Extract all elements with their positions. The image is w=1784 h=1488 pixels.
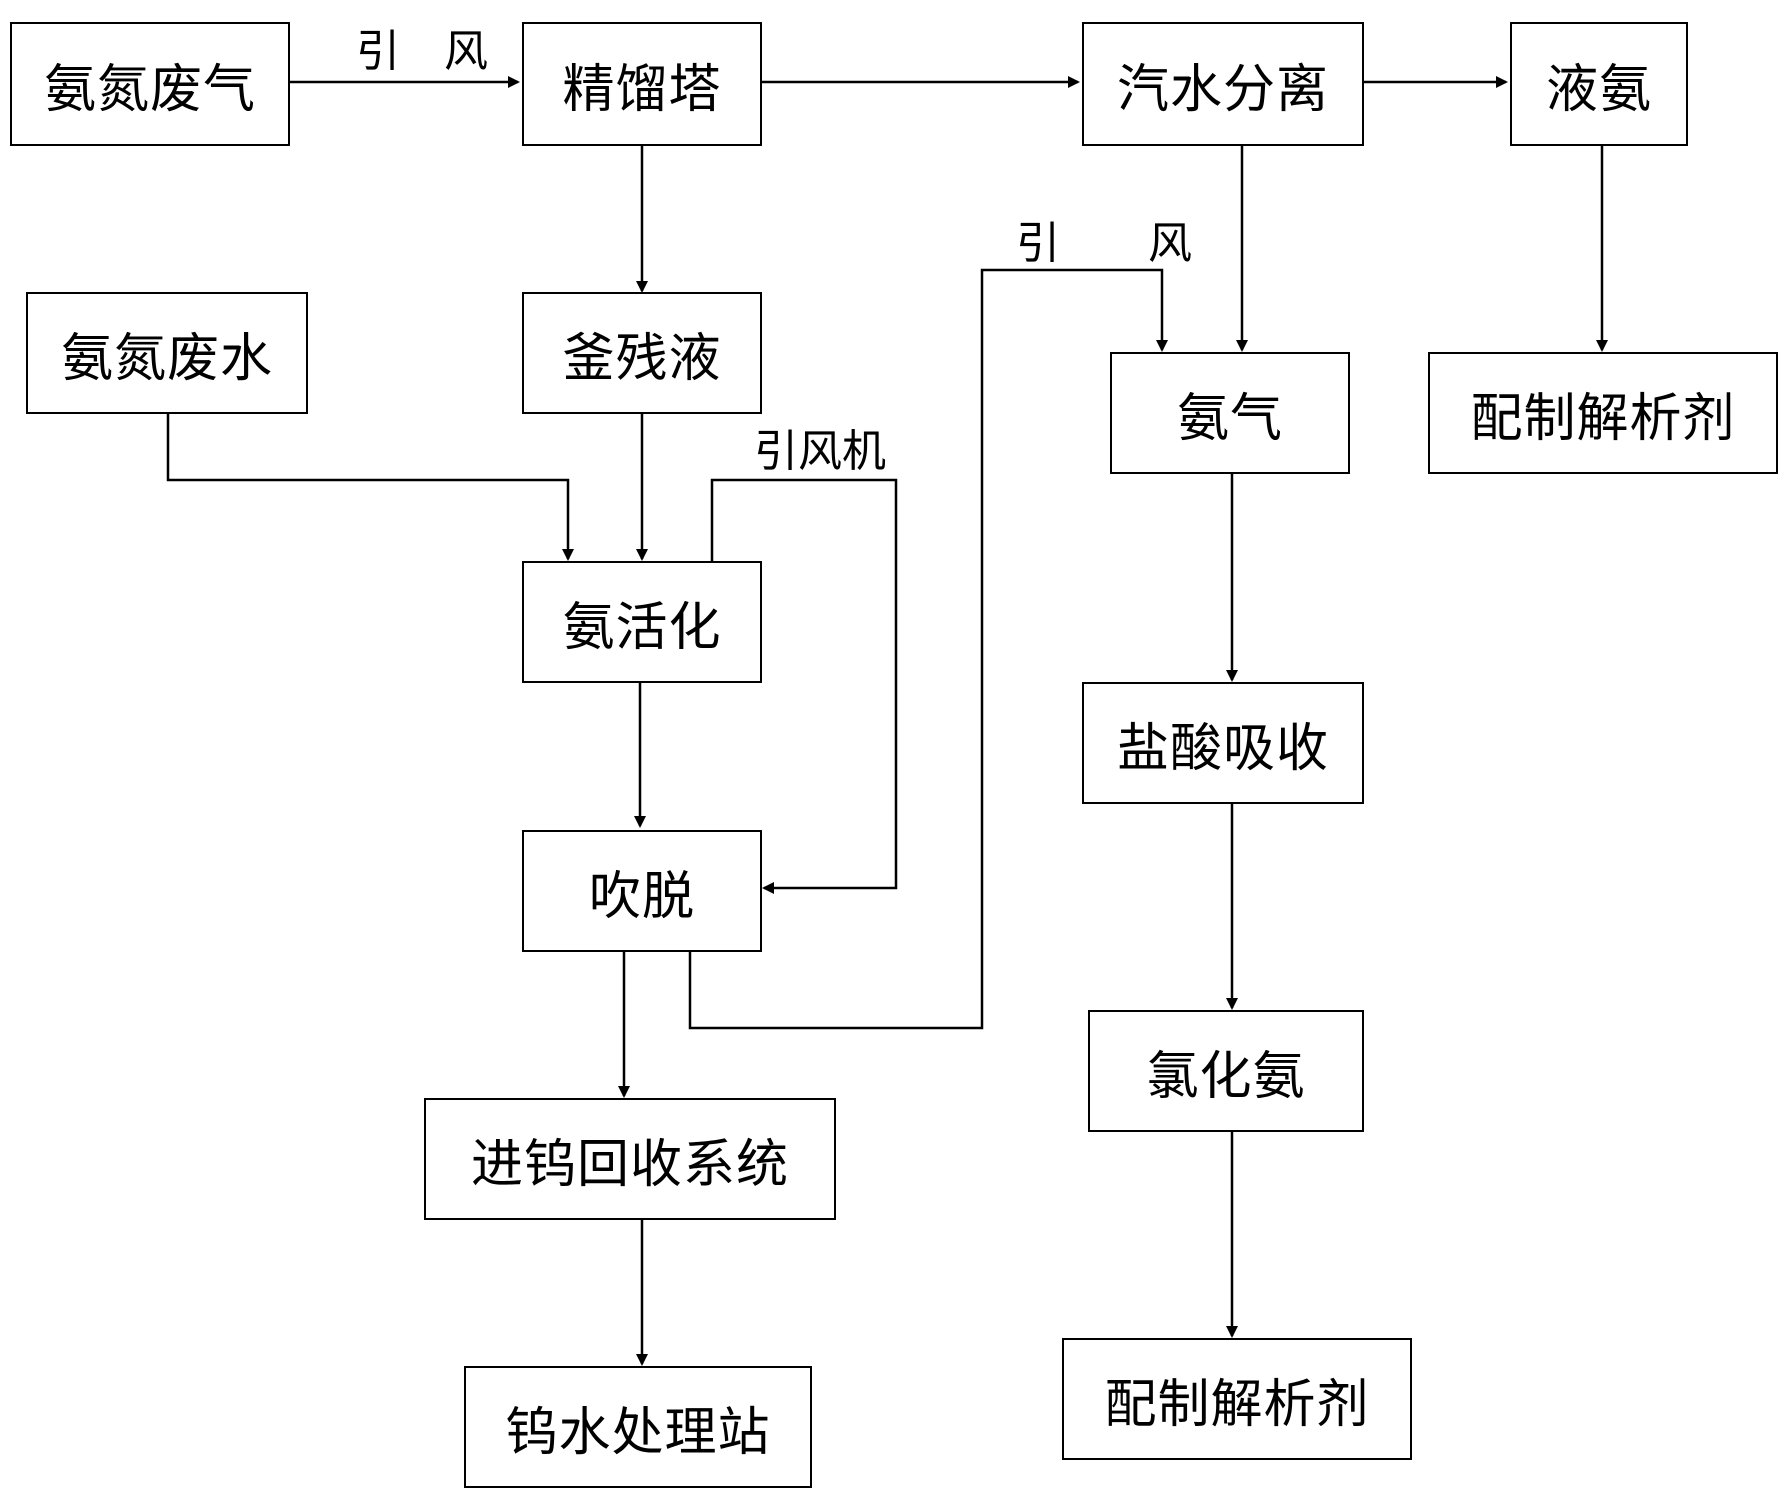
node-ammonium-chloride: 氯化氨 bbox=[1088, 1010, 1364, 1132]
node-ammonia-waste-water: 氨氮废水 bbox=[26, 292, 308, 414]
node-ammonia-activation: 氨活化 bbox=[522, 561, 762, 683]
node-ammonia-gas: 氨气 bbox=[1110, 352, 1350, 474]
arrow-fan-loop bbox=[710, 478, 898, 894]
arrow-stripping-to-ammonia bbox=[688, 268, 1168, 1030]
node-liquid-ammonia: 液氨 bbox=[1510, 22, 1688, 146]
node-rectifying-tower: 精馏塔 bbox=[522, 22, 762, 146]
node-steam-water-separation: 汽水分离 bbox=[1082, 22, 1364, 146]
node-prepare-desorbent-bottom: 配制解析剂 bbox=[1062, 1338, 1412, 1460]
node-ammonia-waste-gas: 氨氮废气 bbox=[10, 22, 290, 146]
node-tungsten-recovery: 进钨回收系统 bbox=[424, 1098, 836, 1220]
label-induced-draft-2: 引 风 bbox=[1016, 218, 1192, 269]
node-stripping: 吹脱 bbox=[522, 830, 762, 952]
node-hcl-absorption: 盐酸吸收 bbox=[1082, 682, 1364, 804]
node-kettle-residue: 釜残液 bbox=[522, 292, 762, 414]
label-induced-draft-fan: 引风机 bbox=[754, 426, 886, 477]
node-prepare-desorbent-top: 配制解析剂 bbox=[1428, 352, 1778, 474]
node-tungsten-water-station: 钨水处理站 bbox=[464, 1366, 812, 1488]
label-induced-draft-1: 引 风 bbox=[356, 26, 488, 77]
arrow-wastewater-to-activation bbox=[166, 414, 574, 561]
